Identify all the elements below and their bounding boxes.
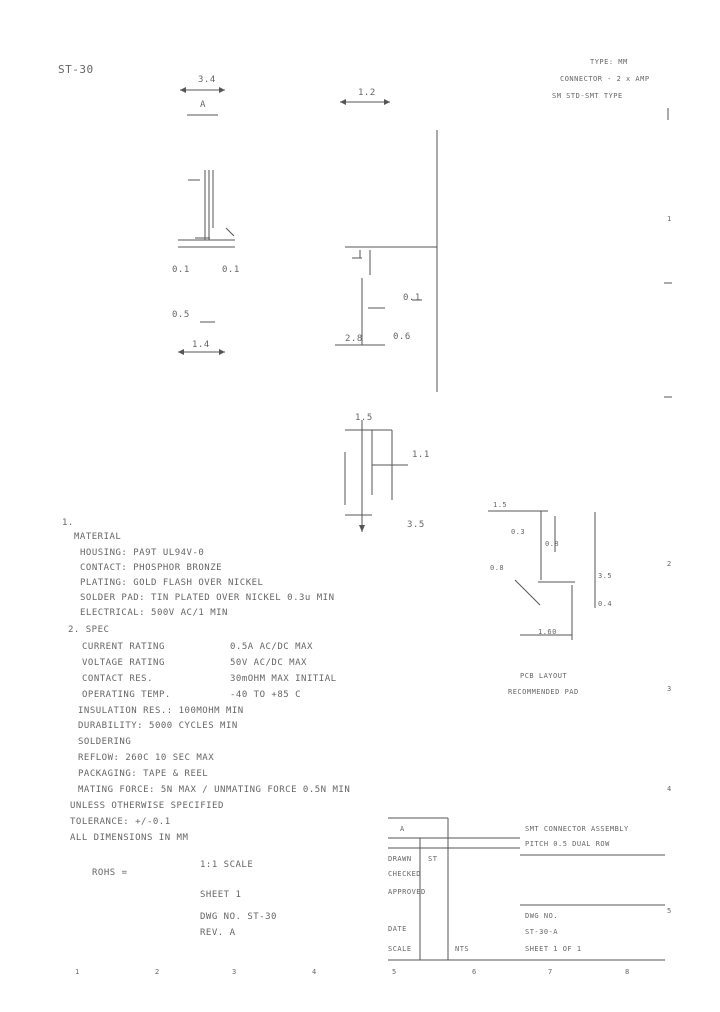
spec-key: CONTACT RES. bbox=[82, 674, 154, 684]
note-line: INSULATION RES.: 100MOHM MIN bbox=[78, 706, 244, 716]
formula-right-c: DWG NO. ST-30 bbox=[200, 912, 277, 922]
spec-key: VOLTAGE RATING bbox=[82, 658, 165, 668]
rec-dim-e: 1.60 bbox=[538, 628, 557, 636]
title-right-1: SMT CONNECTOR ASSEMBLY bbox=[525, 825, 629, 833]
border-mark: 1 bbox=[75, 968, 80, 976]
title-row-value: ST bbox=[428, 855, 438, 863]
formula-right-d: REV. A bbox=[200, 928, 236, 938]
border-mark: 4 bbox=[312, 968, 317, 976]
dim-side-a: 0.1 bbox=[403, 293, 421, 303]
note-line: PACKAGING: TAPE & REEL bbox=[78, 769, 209, 779]
note-line: UNLESS OTHERWISE SPECIFIED bbox=[70, 801, 224, 811]
title-row-label: DATE bbox=[388, 925, 407, 933]
border-mark: 5 bbox=[667, 907, 672, 915]
title-bottom-2: ST-30-A bbox=[525, 928, 559, 936]
note-line: HOUSING: PA9T UL94V-0 bbox=[80, 548, 205, 558]
spec-key: OPERATING TEMP. bbox=[82, 690, 171, 700]
border-mark: 1 bbox=[667, 215, 672, 223]
title-right-2: PITCH 0.5 DUAL ROW bbox=[525, 840, 610, 848]
notes-sub-heading: MATERIAL bbox=[74, 532, 122, 542]
note-line: MATING FORCE: 5N MAX / UNMATING FORCE 0.… bbox=[78, 785, 351, 795]
note-line: ALL DIMENSIONS IN MM bbox=[70, 833, 189, 843]
dim-top-width: 3.4 bbox=[198, 75, 216, 85]
dim-pitch: 0.5 bbox=[172, 310, 190, 320]
border-mark: 2 bbox=[155, 968, 160, 976]
border-mark: 3 bbox=[232, 968, 237, 976]
rec-dim-c: 0.8 bbox=[545, 540, 560, 548]
pcb-note-2: RECOMMENDED PAD bbox=[508, 688, 579, 696]
dim-front-b: 1.1 bbox=[412, 450, 430, 460]
title-row-label: DRAWN bbox=[388, 855, 412, 863]
dim-side-b: 2.8 bbox=[345, 334, 363, 344]
dim-front-c: 3.5 bbox=[407, 520, 425, 530]
notes-sub-heading-b: 2. SPEC bbox=[68, 625, 110, 635]
pcb-note-1: PCB LAYOUT bbox=[520, 672, 568, 680]
border-mark: 6 bbox=[472, 968, 477, 976]
spec-value: 30mOHM MAX INITIAL bbox=[230, 674, 337, 684]
title-row-label: CHECKED bbox=[388, 870, 422, 878]
formula-left: ROHS = bbox=[92, 868, 128, 878]
rec-dim-b: 0.3 bbox=[511, 528, 526, 536]
border-mark: 8 bbox=[625, 968, 630, 976]
border-mark: 2 bbox=[667, 560, 672, 568]
note-line: SOLDER PAD: TIN PLATED OVER NICKEL 0.3u … bbox=[80, 593, 335, 603]
rec-dim-g: 0.4 bbox=[598, 600, 613, 608]
part-number: ST-30 bbox=[58, 63, 94, 76]
title-bottom-3: SHEET 1 OF 1 bbox=[525, 945, 582, 953]
dim-side-width: 1.2 bbox=[358, 88, 376, 98]
border-mark: 7 bbox=[548, 968, 553, 976]
note-line: PLATING: GOLD FLASH OVER NICKEL bbox=[80, 578, 264, 588]
border-mark: 4 bbox=[667, 785, 672, 793]
dim-overall: 1.4 bbox=[192, 340, 210, 350]
rec-dim-f: 3.5 bbox=[598, 572, 613, 580]
spec-value: 0.5A AC/DC MAX bbox=[230, 642, 313, 652]
spec-value: 50V AC/DC MAX bbox=[230, 658, 307, 668]
dim-foot-left: 0.1 bbox=[172, 265, 190, 275]
title-block-line-2: CONNECTOR - 2 x AMP bbox=[560, 75, 650, 83]
dim-foot-right: 0.1 bbox=[222, 265, 240, 275]
note-line: DURABILITY: 5000 CYCLES MIN bbox=[78, 721, 238, 731]
note-line: REFLOW: 260C 10 SEC MAX bbox=[78, 753, 215, 763]
title-block-line-3: SM STD-SMT TYPE bbox=[552, 92, 623, 100]
dim-top-inner: A bbox=[200, 100, 206, 110]
note-line: CONTACT: PHOSPHOR BRONZE bbox=[80, 563, 223, 573]
title-block-line-1: TYPE: MM bbox=[590, 58, 628, 66]
border-mark: 3 bbox=[667, 685, 672, 693]
note-line: ELECTRICAL: 500V AC/1 MIN bbox=[80, 608, 228, 618]
note-line: TOLERANCE: +/-0.1 bbox=[70, 817, 171, 827]
title-row-label: SCALE bbox=[388, 945, 412, 953]
notes-heading: 1. bbox=[62, 518, 74, 528]
note-line: SOLDERING bbox=[78, 737, 132, 747]
dim-front-a: 1.5 bbox=[355, 413, 373, 423]
border-mark: 5 bbox=[392, 968, 397, 976]
title-rev: A bbox=[400, 825, 405, 833]
title-bottom-1: DWG NO. bbox=[525, 912, 559, 920]
spec-key: CURRENT RATING bbox=[82, 642, 165, 652]
spec-value: -40 TO +85 C bbox=[230, 690, 302, 700]
title-row-label: APPROVED bbox=[388, 888, 426, 896]
formula-right-a: 1:1 SCALE bbox=[200, 860, 254, 870]
rec-dim-a: 1.5 bbox=[493, 501, 508, 509]
formula-right-b: SHEET 1 bbox=[200, 890, 242, 900]
title-row-value: NTS bbox=[455, 945, 470, 953]
dim-side-c: 0.6 bbox=[393, 332, 411, 342]
rec-dim-d: 0.8 bbox=[490, 564, 505, 572]
